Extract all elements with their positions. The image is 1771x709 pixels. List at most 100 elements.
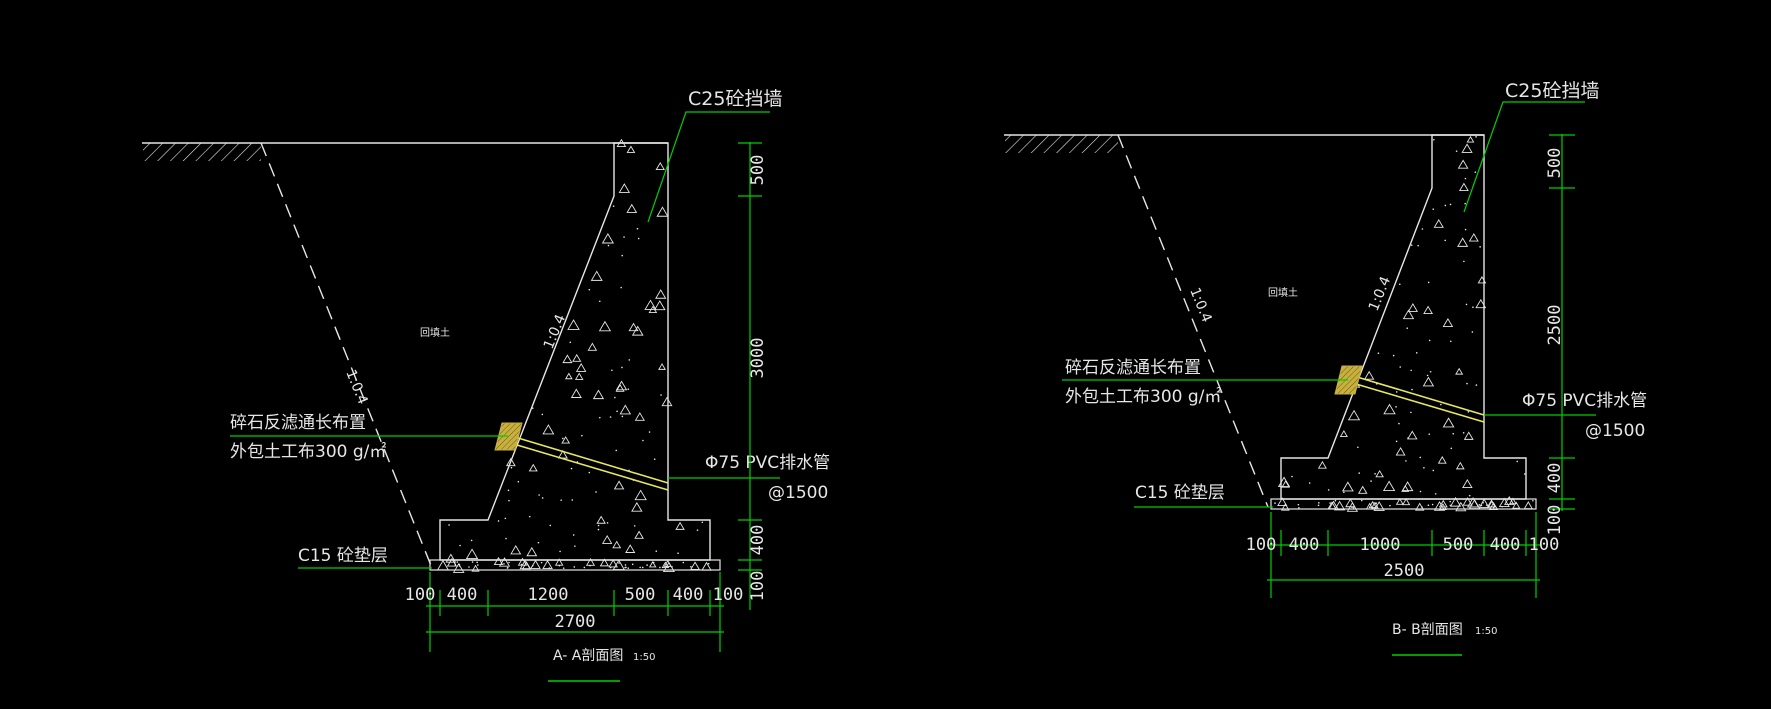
aggregate-dot xyxy=(1478,504,1481,506)
aggregate-mark xyxy=(564,372,573,380)
aggregate-dot xyxy=(505,537,507,540)
aggregate-dot xyxy=(1449,340,1452,343)
aggregate-mark xyxy=(634,489,647,501)
aggregate-dot xyxy=(1357,446,1359,449)
aggregate-dot xyxy=(476,564,479,566)
aggregate-dot xyxy=(696,529,699,531)
aggregate-dot xyxy=(1398,422,1400,425)
aggregate-dot xyxy=(569,341,572,344)
aggregate-mark xyxy=(618,183,631,193)
aggregate-dot xyxy=(1429,370,1432,373)
section-title: A- A剖面图 xyxy=(553,648,623,664)
aggregate-mark xyxy=(613,480,625,490)
aggregate-mark xyxy=(436,559,450,571)
aggregate-mark xyxy=(628,322,639,332)
aggregate-mark xyxy=(498,557,511,567)
aggregate-dot xyxy=(628,359,631,361)
aggregate-dot xyxy=(701,521,704,524)
backfill-label: 回填土 xyxy=(1268,286,1298,299)
aggregate-mark xyxy=(1346,502,1359,512)
aggregate-dot xyxy=(504,517,507,520)
aggregate-dot xyxy=(1532,499,1534,502)
aggregate-dot xyxy=(621,366,623,369)
aggregate-mark xyxy=(562,354,573,364)
aggregate-mark xyxy=(1458,182,1469,192)
dim-total: 2500 xyxy=(1384,561,1425,581)
drain-pipe xyxy=(1355,376,1485,423)
dim-h-100-left: 100 xyxy=(1246,535,1277,555)
aggregate-mark xyxy=(1407,430,1418,440)
aggregate-mark xyxy=(1512,501,1521,509)
aggregate-mark xyxy=(1402,309,1415,320)
aggregate-dot xyxy=(1431,503,1434,506)
aggregate-dot xyxy=(1427,504,1430,507)
aggregate-mark xyxy=(653,300,666,311)
aggregate-dot xyxy=(571,499,574,501)
aggregate-dot xyxy=(609,416,612,418)
aggregate-dot xyxy=(538,494,540,496)
section-a-a: C25砼挡墙 回填土 1:0.4 1:0.4 碎石反滤通长布置 外包土工布300… xyxy=(142,88,830,682)
aggregate-mark xyxy=(1328,500,1339,510)
aggregate-dot xyxy=(633,525,636,527)
aggregate-dot xyxy=(621,415,624,418)
aggregate-mark xyxy=(567,319,580,330)
aggregate-mark xyxy=(1422,376,1435,387)
aggregate-mark xyxy=(1462,497,1473,506)
aggregate-dot xyxy=(1407,437,1409,439)
filter-label-line1: 碎石反滤通长布置 xyxy=(1065,358,1201,378)
cushion-label: C15 砼垫层 xyxy=(1135,483,1225,503)
dim-v-100: 100 xyxy=(1545,505,1565,536)
aggregate-mark xyxy=(452,562,465,573)
aggregate-dot xyxy=(562,567,565,569)
aggregate-dot xyxy=(1308,482,1311,484)
aggregate-dot xyxy=(1298,506,1300,509)
aggregate-mark xyxy=(675,521,685,530)
aggregate-dot xyxy=(1501,505,1503,508)
aggregate-dot xyxy=(595,491,597,493)
aggregate-dot xyxy=(606,522,609,524)
aggregate-dot xyxy=(531,407,534,409)
aggregate-mark xyxy=(626,203,638,213)
section-scale: 1:50 xyxy=(633,652,655,663)
aggregate-dot xyxy=(616,410,618,413)
aggregate-dot xyxy=(1427,281,1430,284)
aggregate-dot xyxy=(497,520,500,522)
aggregate-dot xyxy=(1358,472,1361,474)
aggregate-mark xyxy=(1277,476,1291,488)
aggregate-dot xyxy=(1440,403,1442,406)
aggregate-dot xyxy=(574,545,576,547)
aggregate-dot xyxy=(607,244,610,247)
cushion-aggregate-marks xyxy=(436,556,712,573)
aggregate-mark xyxy=(596,515,606,524)
aggregate-mark xyxy=(1457,237,1469,247)
aggregate-dot xyxy=(1419,456,1422,459)
aggregate-mark xyxy=(590,270,603,281)
aggregate-dot xyxy=(562,437,564,440)
aggregate-dot xyxy=(541,497,544,499)
aggregate-mark xyxy=(446,557,458,567)
dim-h-500: 500 xyxy=(625,585,656,605)
aggregate-mark xyxy=(1455,461,1465,470)
dim-h-400-left: 400 xyxy=(1289,535,1320,555)
aggregate-dot xyxy=(598,300,601,303)
aggregate-mark xyxy=(626,145,636,153)
vertical-dimension-chain xyxy=(1549,134,1575,511)
aggregate-dot xyxy=(1327,489,1330,491)
aggregate-dot xyxy=(636,227,639,230)
aggregate-mark xyxy=(1508,497,1517,505)
aggregate-mark xyxy=(1395,447,1406,456)
aggregate-mark xyxy=(608,559,618,568)
aggregate-mark xyxy=(1281,480,1291,488)
pipe-label-line2: @1500 xyxy=(1585,421,1645,441)
aggregate-mark xyxy=(1438,499,1448,508)
aggregate-mark xyxy=(1357,485,1368,494)
aggregate-mark xyxy=(528,463,538,472)
gravel-filter-block xyxy=(1334,365,1363,395)
aggregate-mark xyxy=(1523,501,1534,510)
aggregate-dot xyxy=(1516,460,1518,463)
aggregate-dot xyxy=(1462,432,1465,434)
aggregate-dot xyxy=(1343,491,1345,494)
aggregate-dot xyxy=(540,561,543,564)
aggregate-mark xyxy=(592,389,605,400)
dim-total: 2700 xyxy=(555,612,596,632)
